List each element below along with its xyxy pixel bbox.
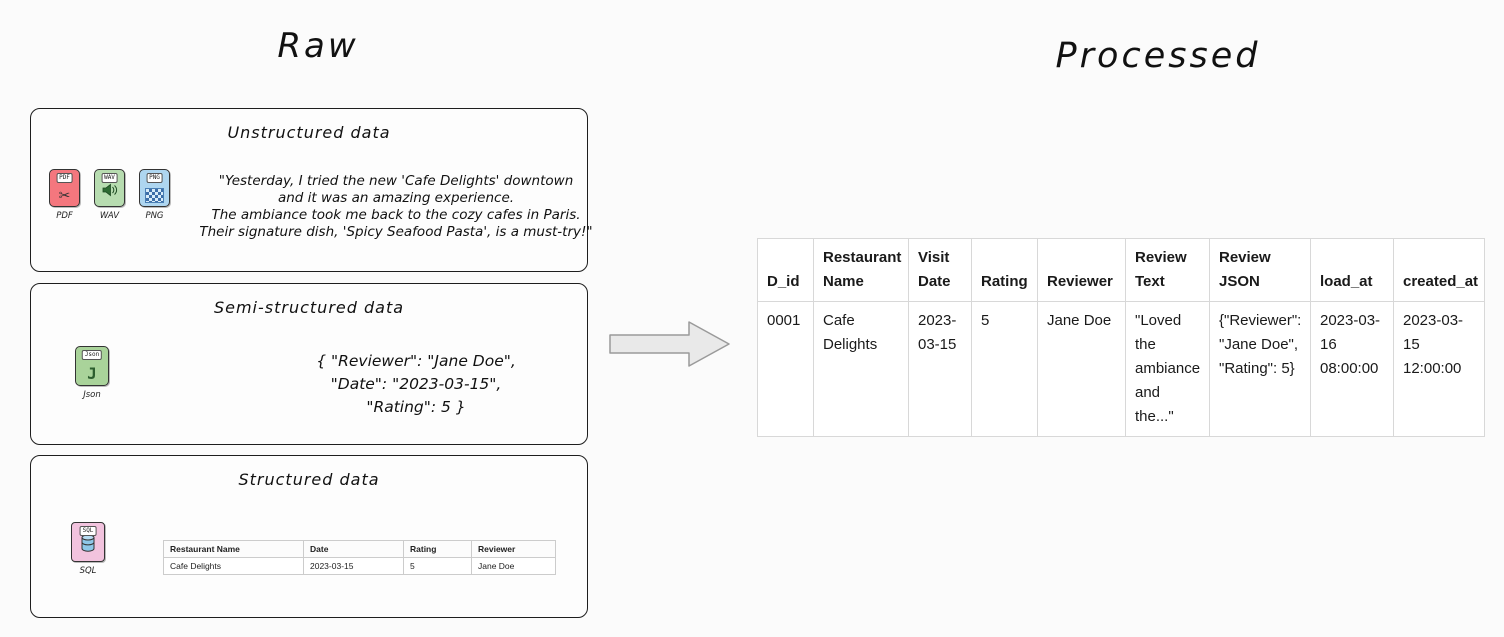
wav-file-icon: WAV <box>94 169 125 207</box>
cell-review-json: {"Reviewer": "Jane Doe", "Rating": 5} <box>1209 301 1311 437</box>
cell-created-at: 2023-03-15 12:00:00 <box>1393 301 1485 437</box>
quote-line: "Yesterday, I tried the new 'Cafe Deligh… <box>218 173 574 189</box>
speaker-icon <box>101 182 118 203</box>
mini-table-cell: 5 <box>403 557 472 575</box>
structured-box-title: Structured data <box>238 470 380 489</box>
raw-title: Raw <box>277 26 359 66</box>
quote-line: The ambiance took me back to the cozy ca… <box>211 207 581 223</box>
header-cell-review-text: Review Text <box>1125 238 1210 302</box>
sql-label: SQL <box>79 566 97 576</box>
json-snippet: { "Reviewer": "Jane Doe", "Date": "2023-… <box>211 350 621 419</box>
review-quote: "Yesterday, I tried the new 'Cafe Deligh… <box>181 173 611 241</box>
flow-arrow-icon <box>609 318 731 375</box>
mini-table-header-row: Restaurant Name Date Rating Reviewer <box>163 540 556 558</box>
png-label: PNG <box>145 211 164 221</box>
mini-table-cell: 2023-03-15 <box>303 557 404 575</box>
json-letter-icon: J <box>87 364 97 383</box>
sql-badge: SQL <box>79 526 97 536</box>
mini-table-header-cell: Restaurant Name <box>163 540 304 558</box>
json-file: Json J Json <box>75 346 109 400</box>
processed-title: Processed <box>1055 36 1261 76</box>
pdf-file-icon: PDF ✂ <box>49 169 80 207</box>
sql-file: SQL SQL <box>71 522 105 576</box>
processed-table-header-row: D_id Restaurant Name Visit Date Rating R… <box>757 238 1485 302</box>
cell-review-text: "Loved the ambiance and the..." <box>1125 301 1210 437</box>
scissors-icon: ✂ <box>58 187 71 203</box>
structured-data-box: Structured data SQL SQL <box>30 455 588 618</box>
mini-table-cell: Cafe Delights <box>163 557 304 575</box>
header-cell-rating: Rating <box>971 238 1038 302</box>
semi-structured-data-box: Semi-structured data Json J Json { "Revi… <box>30 283 588 445</box>
header-cell-d-id: D_id <box>757 238 814 302</box>
cell-restaurant-name: Cafe Delights <box>813 301 909 437</box>
processed-table-row: 0001 Cafe Delights 2023-03-15 5 Jane Doe… <box>757 301 1485 437</box>
semi-structured-file-icons: Json J Json <box>75 346 109 400</box>
cell-load-at: 2023-03-16 08:00:00 <box>1310 301 1394 437</box>
json-line: "Rating": 5 } <box>366 398 466 416</box>
semi-structured-box-title: Semi-structured data <box>213 298 405 317</box>
json-file-icon: Json J <box>75 346 109 386</box>
cell-d-id: 0001 <box>757 301 814 437</box>
header-cell-load-at: load_at <box>1310 238 1394 302</box>
quote-line: and it was an amazing experience. <box>277 190 515 206</box>
structured-file-icons: SQL SQL <box>71 522 105 576</box>
mini-table-header-cell: Rating <box>403 540 472 558</box>
pdf-label: PDF <box>56 211 73 221</box>
pdf-file: PDF ✂ PDF <box>49 169 80 221</box>
unstructured-file-icons: PDF ✂ PDF WAV WAV <box>49 169 170 221</box>
cell-reviewer: Jane Doe <box>1037 301 1126 437</box>
unstructured-data-box: Unstructured data PDF ✂ PDF WAV <box>30 108 593 272</box>
unstructured-box-title: Unstructured data <box>227 123 391 142</box>
checkerboard-image-icon <box>145 188 164 203</box>
mini-table-header-cell: Date <box>303 540 404 558</box>
header-cell-reviewer: Reviewer <box>1037 238 1126 302</box>
json-badge: Json <box>81 350 103 360</box>
pdf-badge: PDF <box>56 173 73 183</box>
sql-file-icon: SQL <box>71 522 105 562</box>
png-file: PNG PNG <box>139 169 170 221</box>
wav-file: WAV WAV <box>94 169 125 221</box>
mini-table-row: Cafe Delights 2023-03-15 5 Jane Doe <box>163 557 556 575</box>
cell-rating: 5 <box>971 301 1038 437</box>
structured-mini-table: Restaurant Name Date Rating Reviewer Caf… <box>163 540 556 575</box>
json-label: Json <box>83 390 101 400</box>
json-line: "Date": "2023-03-15", <box>330 375 502 393</box>
json-line: { "Reviewer": "Jane Doe", <box>316 352 516 370</box>
header-cell-review-json: Review JSON <box>1209 238 1311 302</box>
header-cell-created-at: created_at <box>1393 238 1485 302</box>
mini-table-cell: Jane Doe <box>471 557 556 575</box>
png-file-icon: PNG <box>139 169 170 207</box>
database-icon <box>79 533 97 558</box>
cell-visit-date: 2023-03-15 <box>908 301 972 437</box>
header-cell-restaurant-name: Restaurant Name <box>813 238 909 302</box>
header-cell-visit-date: Visit Date <box>908 238 972 302</box>
wav-label: WAV <box>99 211 120 221</box>
processed-table: D_id Restaurant Name Visit Date Rating R… <box>757 238 1485 437</box>
wav-badge: WAV <box>101 173 118 183</box>
mini-table-header-cell: Reviewer <box>471 540 556 558</box>
png-badge: PNG <box>146 173 163 183</box>
quote-line: Their signature dish, 'Spicy Seafood Pas… <box>199 224 593 240</box>
